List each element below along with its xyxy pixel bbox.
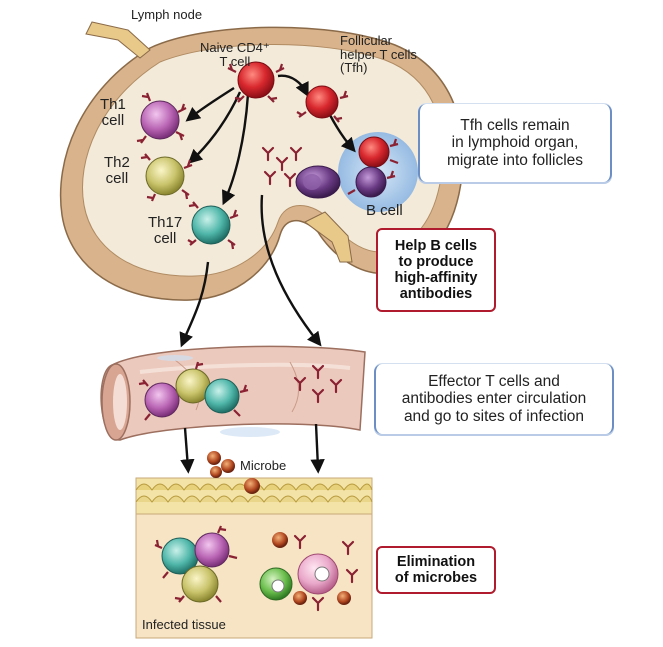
naive-t-cell-label: Naive CD4⁺ T cell: [200, 40, 270, 69]
th2-label: Th2 cell: [104, 154, 130, 187]
infected-tissue-label: Infected tissue: [142, 617, 226, 632]
antibodies-tissue: [293, 534, 359, 612]
arrow-naive-to-th1: [185, 86, 235, 122]
lymph-node: [59, 21, 464, 301]
vessel-th1-cell: [138, 379, 180, 421]
th1-label: Th1 cell: [100, 96, 126, 129]
microbes-surface: [207, 451, 260, 494]
arrow-effector-to-vessel: [179, 261, 210, 348]
elimination-box: Elimination of microbes: [376, 546, 496, 594]
help-b-cells-box: Help B cells to produce high-affinity an…: [376, 228, 496, 312]
tfh-cell: [296, 85, 349, 123]
antibodies-node: [261, 146, 303, 188]
b-cell-label: B cell: [366, 202, 403, 219]
antibodies-vessel: [293, 364, 343, 404]
b-cell: [347, 166, 396, 198]
tissue-macrophage: [259, 567, 293, 601]
tfh-label: Follicular helper T cells (Tfh): [340, 33, 417, 76]
arrows: [179, 74, 356, 474]
arrow-vessel-to-tissue-right: [310, 423, 325, 474]
effector-box: Effector T cells and antibodies enter ci…: [374, 364, 614, 434]
microbe-label: Microbe: [240, 458, 287, 473]
naive-t-cell: [227, 61, 285, 103]
arrow-naive-to-th2: [187, 91, 242, 164]
plasma-cell: [295, 165, 341, 199]
arrow-naive-to-th17: [222, 93, 250, 206]
tissue-th1-cell: [194, 525, 238, 568]
tfh-remain-box: Tfh cells remain in lymphoid organ, migr…: [418, 104, 612, 182]
arrow-naive-to-tfh: [277, 74, 309, 98]
arrow-antibody-to-vessel: [260, 194, 322, 347]
lymph-node-label: Lymph node: [131, 7, 203, 22]
efferent-vessel: [304, 211, 353, 263]
tissue-neutrophil: [297, 553, 339, 595]
tissue-microbes: [272, 532, 351, 605]
th17-label: Th17 cell: [148, 214, 183, 247]
tissue-th2-cell: [174, 565, 222, 603]
th1-cell: [136, 92, 187, 144]
afferent-vessel: [85, 21, 151, 59]
arrow-tfh-to-follicle: [328, 114, 356, 153]
vessel-th17-cell: [204, 378, 249, 417]
arrow-vessel-to-tissue-left: [180, 427, 195, 474]
th2-cell: [140, 153, 193, 202]
th17-cell: [187, 201, 239, 250]
